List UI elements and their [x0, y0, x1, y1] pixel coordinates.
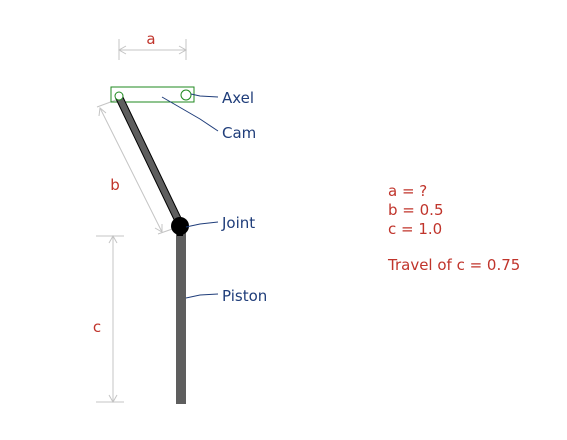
dimension-c-label: c — [93, 318, 101, 336]
axel-leader — [190, 93, 219, 98]
joint-ball — [171, 217, 189, 235]
joint-label: Joint — [221, 214, 255, 232]
axel-circle — [180, 89, 192, 101]
cam-label: Cam — [222, 124, 256, 142]
dimension-c — [96, 234, 124, 404]
cam-leader — [161, 96, 219, 132]
dimension-b-label: b — [110, 176, 120, 194]
joint-leader — [185, 221, 219, 228]
connecting-rod — [116, 94, 184, 229]
leader-lines — [161, 93, 219, 299]
dimension-a-label: a — [146, 30, 155, 48]
info-line-c: c = 1.0 — [388, 220, 442, 238]
cam-pin-circle — [114, 91, 124, 101]
axel-label: Axel — [222, 89, 254, 107]
dimension-b — [96, 99, 179, 235]
piston-rod — [176, 228, 186, 404]
info-line-a: a = ? — [388, 182, 427, 200]
info-line-b: b = 0.5 — [388, 201, 443, 219]
dimension-a — [117, 39, 188, 60]
info-travel: Travel of c = 0.75 — [387, 256, 520, 274]
joint-neck — [177, 233, 183, 236]
piston-leader — [185, 293, 219, 299]
piston-label: Piston — [222, 287, 267, 305]
